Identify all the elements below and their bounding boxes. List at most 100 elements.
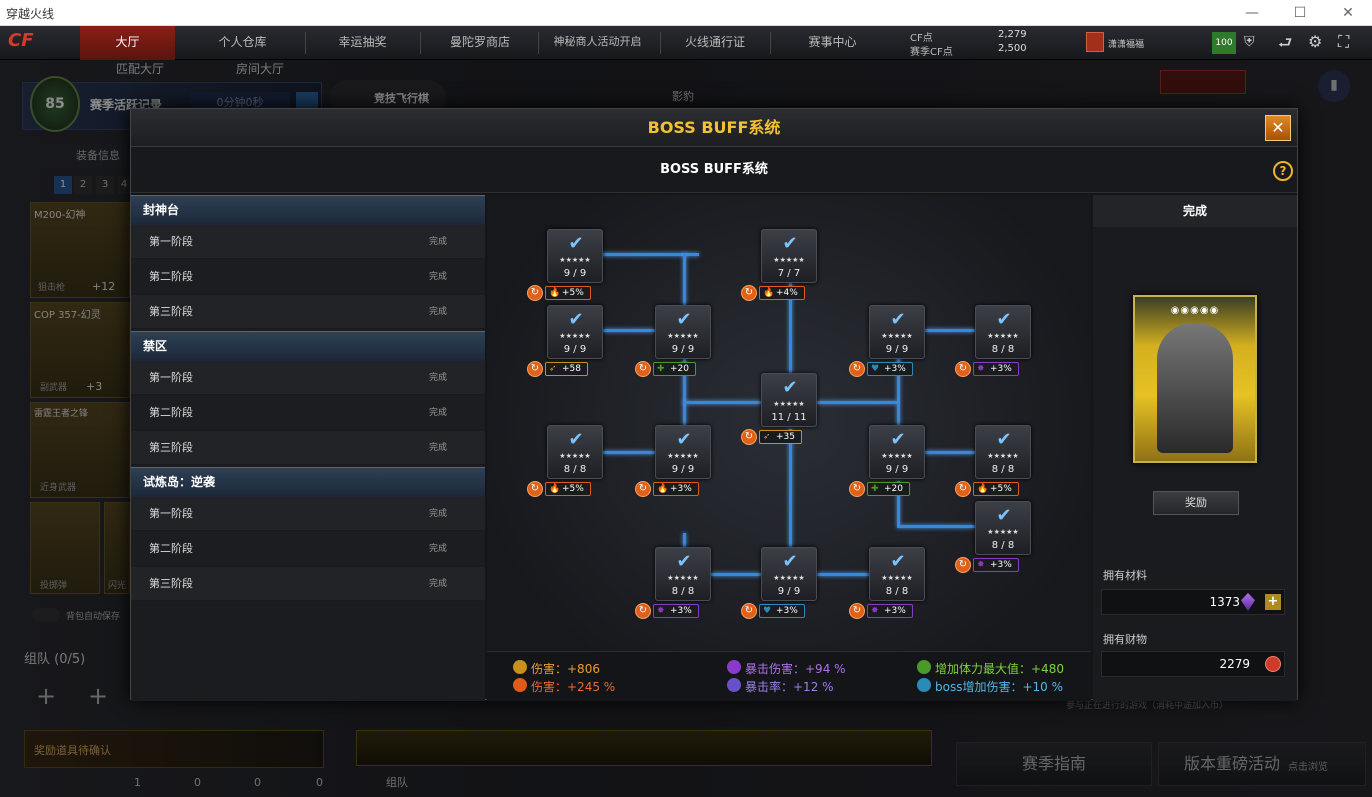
upgrade-icon[interactable]: ↻ xyxy=(741,429,757,445)
stage-label: 第一阶段 xyxy=(149,235,193,248)
count-4: 0 xyxy=(316,776,323,789)
bonus-type-icon: ✚ xyxy=(871,484,879,494)
stage-row[interactable]: 第二阶段完成 xyxy=(131,260,485,294)
buff-node[interactable]: ✔★★★★★11 / 11 xyxy=(761,373,817,427)
upgrade-icon[interactable]: ↻ xyxy=(955,481,971,497)
tab-battle-pass[interactable]: 火线通行证 xyxy=(684,35,745,49)
wealth-label: 拥有财物 xyxy=(1103,633,1147,646)
upgrade-icon[interactable]: ↻ xyxy=(955,361,971,377)
help-icon[interactable]: ? xyxy=(1273,161,1293,181)
node-bonus: ✸+3% xyxy=(867,604,913,618)
tab-match-hall[interactable]: 匹配大厅 xyxy=(115,62,164,76)
stage-row[interactable]: 第一阶段完成 xyxy=(131,361,485,395)
return-icon[interactable]: ⮐ xyxy=(1278,33,1293,52)
key-icon[interactable] xyxy=(1160,70,1246,94)
reward-confirm-label[interactable]: 奖励道具待确认 xyxy=(34,744,111,757)
bonus-type-icon: ✚ xyxy=(657,364,665,374)
window-close-button[interactable]: ✕ xyxy=(1342,5,1354,21)
buff-node[interactable]: ✔★★★★★9 / 9 xyxy=(655,425,711,479)
weapon-tag-1: 狙击枪 xyxy=(38,283,66,293)
tab-room-hall[interactable]: 房间大厅 xyxy=(235,62,284,76)
summary-max-hp: 增加体力最大值：+480 xyxy=(935,662,1064,676)
stage-label: 第一阶段 xyxy=(149,371,193,384)
buff-node[interactable]: ✔★★★★★9 / 9 xyxy=(547,305,603,359)
stage-row[interactable]: 第三阶段完成 xyxy=(131,431,485,465)
equip-page-2[interactable]: 2 xyxy=(74,176,92,194)
stage-row[interactable]: 第二阶段完成 xyxy=(131,532,485,566)
upgrade-icon[interactable]: ↻ xyxy=(527,361,543,377)
buff-node[interactable]: ✔★★★★★9 / 9 xyxy=(869,425,925,479)
minimize-button[interactable]: — xyxy=(1245,5,1259,21)
bonus-type-icon: ✸ xyxy=(977,364,985,374)
season-guide-button[interactable]: 赛季指南 xyxy=(956,742,1152,786)
tab-mandala-shop[interactable]: 曼陀罗商店 xyxy=(449,35,510,49)
buff-node[interactable]: ✔★★★★★8 / 8 xyxy=(869,547,925,601)
check-icon: ✔ xyxy=(782,377,798,398)
stage-row[interactable]: 第三阶段完成 xyxy=(131,295,485,329)
auto-save-toggle[interactable] xyxy=(32,608,60,622)
upgrade-icon[interactable]: ↻ xyxy=(849,361,865,377)
connector-line xyxy=(711,573,761,576)
stage-label: 第三阶段 xyxy=(149,577,193,590)
reward-button[interactable]: 奖励 xyxy=(1153,491,1239,515)
upgrade-icon[interactable]: ↻ xyxy=(635,481,651,497)
upgrade-icon[interactable]: ↻ xyxy=(741,603,757,619)
maximize-button[interactable]: ☐ xyxy=(1293,5,1307,21)
buff-node[interactable]: ✔★★★★★8 / 8 xyxy=(655,547,711,601)
check-icon: ✔ xyxy=(782,233,798,254)
connector-line xyxy=(925,451,975,454)
fullscreen-icon[interactable]: ⛶ xyxy=(1338,32,1350,51)
buff-node[interactable]: ✔★★★★★9 / 9 xyxy=(869,305,925,359)
flying-chess-label[interactable]: 竞技飞行棋 xyxy=(374,92,429,105)
version-event-button[interactable]: 版本重磅活动 xyxy=(1158,742,1366,786)
buff-node[interactable]: ✔★★★★★9 / 9 xyxy=(761,547,817,601)
stats-icon[interactable]: ▮ xyxy=(1318,70,1350,102)
tab-lucky-draw[interactable]: 幸运抽奖 xyxy=(338,35,387,49)
buff-node[interactable]: ✔★★★★★8 / 8 xyxy=(975,305,1031,359)
add-materials-button[interactable]: + xyxy=(1265,594,1281,610)
upgrade-icon[interactable]: ↻ xyxy=(955,557,971,573)
tab-mystery-merchant[interactable]: 神秘商人活动开启 xyxy=(553,35,642,48)
upgrade-icon[interactable]: ↻ xyxy=(849,481,865,497)
team-slot-1[interactable]: + xyxy=(35,682,57,710)
join-hint: 参与正在进行的游戏（消耗中途加入币） xyxy=(1066,701,1229,711)
buff-node[interactable]: ✔★★★★★8 / 8 xyxy=(975,425,1031,479)
tab-event-center[interactable]: 赛事中心 xyxy=(808,35,857,49)
gear-icon[interactable]: ⚙ xyxy=(1308,32,1323,51)
shield-icon[interactable]: ⛨ xyxy=(1244,34,1255,50)
equip-page-1[interactable]: 1 xyxy=(54,176,72,194)
stage-row[interactable]: 第一阶段 完成 xyxy=(131,225,485,259)
buff-node[interactable]: ✔★★★★★7 / 7 xyxy=(761,229,817,283)
connector-line xyxy=(817,401,897,404)
equip-page-3[interactable]: 3 xyxy=(96,176,114,194)
upgrade-icon[interactable]: ↻ xyxy=(635,603,651,619)
equip-page-4[interactable]: 4 xyxy=(118,176,130,194)
buff-node[interactable]: ✔★★★★★8 / 8 xyxy=(975,501,1031,555)
upgrade-icon[interactable]: ↻ xyxy=(741,285,757,301)
buff-node[interactable]: ✔★★★★★9 / 9 xyxy=(655,305,711,359)
section-header[interactable]: 试炼岛：逆袭 xyxy=(131,467,485,497)
cf-logo-icon: CF xyxy=(8,30,34,51)
coin-icon xyxy=(1265,656,1281,672)
buff-node[interactable]: ✔★★★★★8 / 8 xyxy=(547,425,603,479)
modal-close-button[interactable]: ✕ xyxy=(1265,115,1291,141)
stage-status: 完成 xyxy=(428,237,447,247)
cf-points-label: CF点 xyxy=(910,33,933,44)
stage-row[interactable]: 第二阶段完成 xyxy=(131,396,485,430)
stage-row[interactable]: 第三阶段完成 xyxy=(131,567,485,601)
stage-row[interactable]: 第一阶段完成 xyxy=(131,497,485,531)
modal-title: BOSS BUFF系统 xyxy=(131,109,1297,147)
click-browse-label[interactable]: 点击浏览 xyxy=(1288,762,1328,773)
upgrade-icon[interactable]: ↻ xyxy=(849,603,865,619)
tab-warehouse[interactable]: 个人仓库 xyxy=(218,35,267,49)
team-slot-2[interactable]: + xyxy=(87,682,109,710)
connector-line xyxy=(925,329,975,332)
user-name[interactable]: 潇潇福福 xyxy=(1108,40,1145,50)
upgrade-icon[interactable]: ↻ xyxy=(527,285,543,301)
upgrade-icon[interactable]: ↻ xyxy=(527,481,543,497)
section-header[interactable]: 禁区 xyxy=(131,331,485,361)
tab-lobby[interactable]: 大厅 xyxy=(80,26,175,60)
section-header[interactable]: 封神台 xyxy=(131,195,485,225)
upgrade-icon[interactable]: ↻ xyxy=(635,361,651,377)
buff-node[interactable]: ✔★★★★★9 / 9 xyxy=(547,229,603,283)
